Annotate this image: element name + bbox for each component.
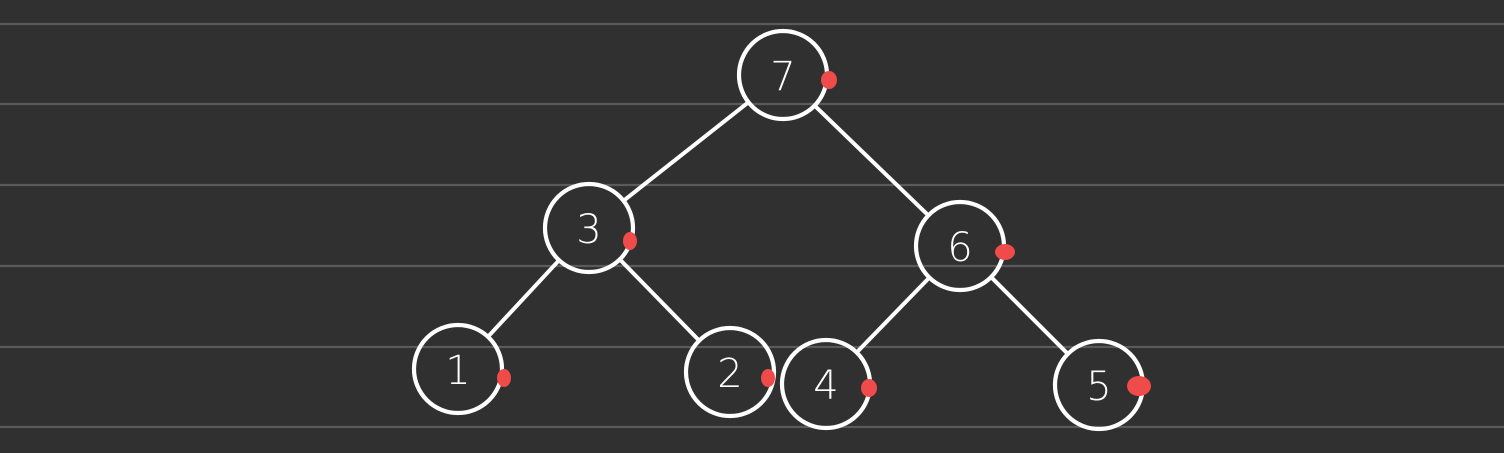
node-mark xyxy=(623,232,637,250)
edge-n3-n2 xyxy=(617,257,702,343)
node-mark xyxy=(497,369,511,387)
tree-node-4: 4 xyxy=(779,337,877,431)
edge-n6-n4 xyxy=(854,275,932,355)
edge-n3-n1 xyxy=(485,258,562,339)
tree-nodes: 7 3 6 1 2 4 5 xyxy=(411,28,1151,432)
node-label: 3 xyxy=(576,207,601,253)
tree-node-2: 2 xyxy=(683,325,777,419)
node-mark xyxy=(995,244,1015,260)
node-label: 6 xyxy=(947,225,972,271)
edge-n7-n6 xyxy=(812,103,931,218)
node-circle xyxy=(411,322,505,416)
tree-node-6: 6 xyxy=(913,199,1015,293)
node-label: 1 xyxy=(445,348,470,394)
node-label: 5 xyxy=(1086,364,1111,410)
node-mark xyxy=(861,379,877,397)
tree-node-1: 1 xyxy=(411,322,511,416)
node-label: 7 xyxy=(770,54,795,100)
ruled-lines xyxy=(0,22,1504,429)
node-mark xyxy=(821,71,837,89)
node-label: 2 xyxy=(717,351,742,397)
edge-n6-n5 xyxy=(989,275,1070,356)
node-label: 4 xyxy=(813,363,838,409)
node-mark xyxy=(761,369,775,387)
node-circle xyxy=(683,325,777,419)
node-mark xyxy=(1127,376,1151,396)
node-circle xyxy=(542,181,636,275)
tree-node-7: 7 xyxy=(736,28,837,122)
tree-node-5: 5 xyxy=(1052,338,1151,432)
tree-edges xyxy=(485,100,1070,356)
tree-node-3: 3 xyxy=(542,181,637,275)
edge-n7-n3 xyxy=(621,100,751,203)
